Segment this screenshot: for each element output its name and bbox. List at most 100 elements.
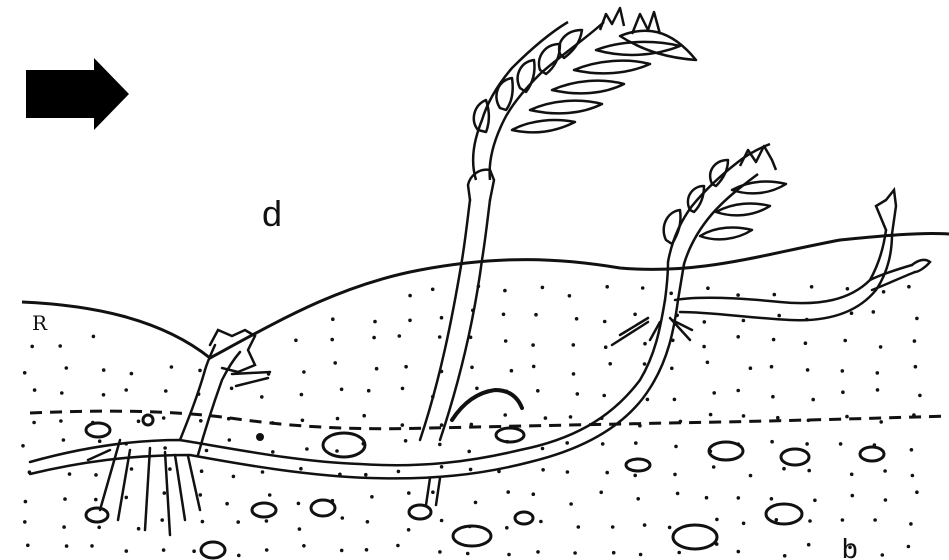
soil-dot xyxy=(24,500,28,504)
soil-dot xyxy=(806,368,810,372)
soil-dot xyxy=(541,468,545,472)
soil-dot xyxy=(440,465,444,469)
soil-dot xyxy=(576,392,580,396)
soil-dot xyxy=(440,423,444,427)
soil-dot xyxy=(366,520,370,524)
soil-dot xyxy=(668,526,672,530)
soil-granule xyxy=(256,433,264,441)
soil-dot xyxy=(913,339,917,343)
soil-dot xyxy=(577,525,581,529)
soil-dot xyxy=(365,548,369,552)
soil-dot xyxy=(407,491,411,495)
soil-dot xyxy=(192,549,196,553)
soil-dot xyxy=(130,372,134,376)
soil-dot xyxy=(643,362,647,366)
soil-dot xyxy=(469,468,473,472)
soil-dot xyxy=(375,367,379,371)
soil-dot xyxy=(565,441,569,445)
soil-dot xyxy=(915,490,919,494)
soil-dot xyxy=(633,474,637,478)
soil-dot xyxy=(438,550,442,554)
soil-dot xyxy=(841,518,845,522)
soil-dot xyxy=(876,371,880,375)
soil-dot xyxy=(907,545,911,549)
soil-dot xyxy=(504,339,508,343)
soil-dot xyxy=(883,469,887,473)
soil-dot xyxy=(407,528,411,532)
soil-dot xyxy=(63,497,67,501)
soil-dot xyxy=(736,335,740,339)
soil-dot xyxy=(569,415,573,419)
soil-dot xyxy=(65,544,69,548)
soil-dot xyxy=(302,544,306,548)
soil-dot xyxy=(646,398,650,402)
soil-dot xyxy=(260,395,264,399)
soil-dot xyxy=(531,343,535,347)
soil-dot xyxy=(676,492,680,496)
soil-dot xyxy=(404,365,408,369)
soil-dot xyxy=(372,336,376,340)
soil-dot xyxy=(440,316,444,320)
soil-dot xyxy=(503,413,507,417)
soil-dot xyxy=(330,338,334,342)
soil-dot xyxy=(805,442,809,446)
soil-dot xyxy=(341,516,345,520)
soil-dot xyxy=(401,387,405,391)
soil-dot xyxy=(776,416,780,420)
soil-dot xyxy=(605,471,609,475)
soil-dot xyxy=(737,496,741,500)
soil-dot xyxy=(271,450,275,454)
soil-dot xyxy=(200,469,204,473)
soil-dot xyxy=(335,449,339,453)
soil-dot xyxy=(841,390,845,394)
soil-dot xyxy=(21,444,25,448)
soil-dot xyxy=(813,499,817,503)
soil-dot xyxy=(373,320,377,324)
soil-dot xyxy=(336,417,340,421)
soil-dot xyxy=(679,420,683,424)
soil-dot xyxy=(603,320,607,324)
soil-dot xyxy=(876,388,880,392)
soil-dot xyxy=(232,475,236,479)
soil-dot xyxy=(782,467,786,471)
soil-dot xyxy=(94,473,98,477)
soil-dot xyxy=(201,520,205,524)
soil-dot xyxy=(98,439,102,443)
soil-dot xyxy=(125,549,129,553)
soil-dot xyxy=(261,470,265,474)
soil-dot xyxy=(846,287,850,291)
soil-dot xyxy=(170,365,174,369)
soil-dot xyxy=(674,445,678,449)
soil-dot xyxy=(669,292,673,296)
soil-dot xyxy=(605,285,609,289)
soil-dot xyxy=(879,420,883,424)
soil-dot xyxy=(575,317,579,321)
soil-dot xyxy=(709,413,713,417)
soil-dot xyxy=(770,365,774,369)
soil-dot xyxy=(850,473,854,477)
soil-dot xyxy=(32,421,36,425)
soil-dot xyxy=(438,335,442,339)
soil-dot xyxy=(879,345,883,349)
soil-dot xyxy=(873,518,877,522)
soil-dot xyxy=(808,519,812,523)
soil-dot xyxy=(807,543,811,547)
soil-dot xyxy=(911,474,915,478)
soil-dot xyxy=(90,544,94,548)
soil-dot xyxy=(643,523,647,527)
soil-dot xyxy=(566,470,570,474)
soil-dot xyxy=(225,502,229,506)
soil-dot xyxy=(160,518,164,522)
soil-dot xyxy=(367,389,371,393)
soil-dot xyxy=(777,314,781,318)
soil-dot xyxy=(470,366,474,370)
soil-dot xyxy=(677,551,681,555)
soil-dot xyxy=(841,369,845,373)
soil-dot xyxy=(749,474,753,478)
leafy-shoot-tall xyxy=(473,8,696,180)
soil-dot xyxy=(466,552,470,556)
soil-dot xyxy=(638,424,642,428)
soil-dot xyxy=(770,440,774,444)
soil-dot xyxy=(569,502,573,506)
